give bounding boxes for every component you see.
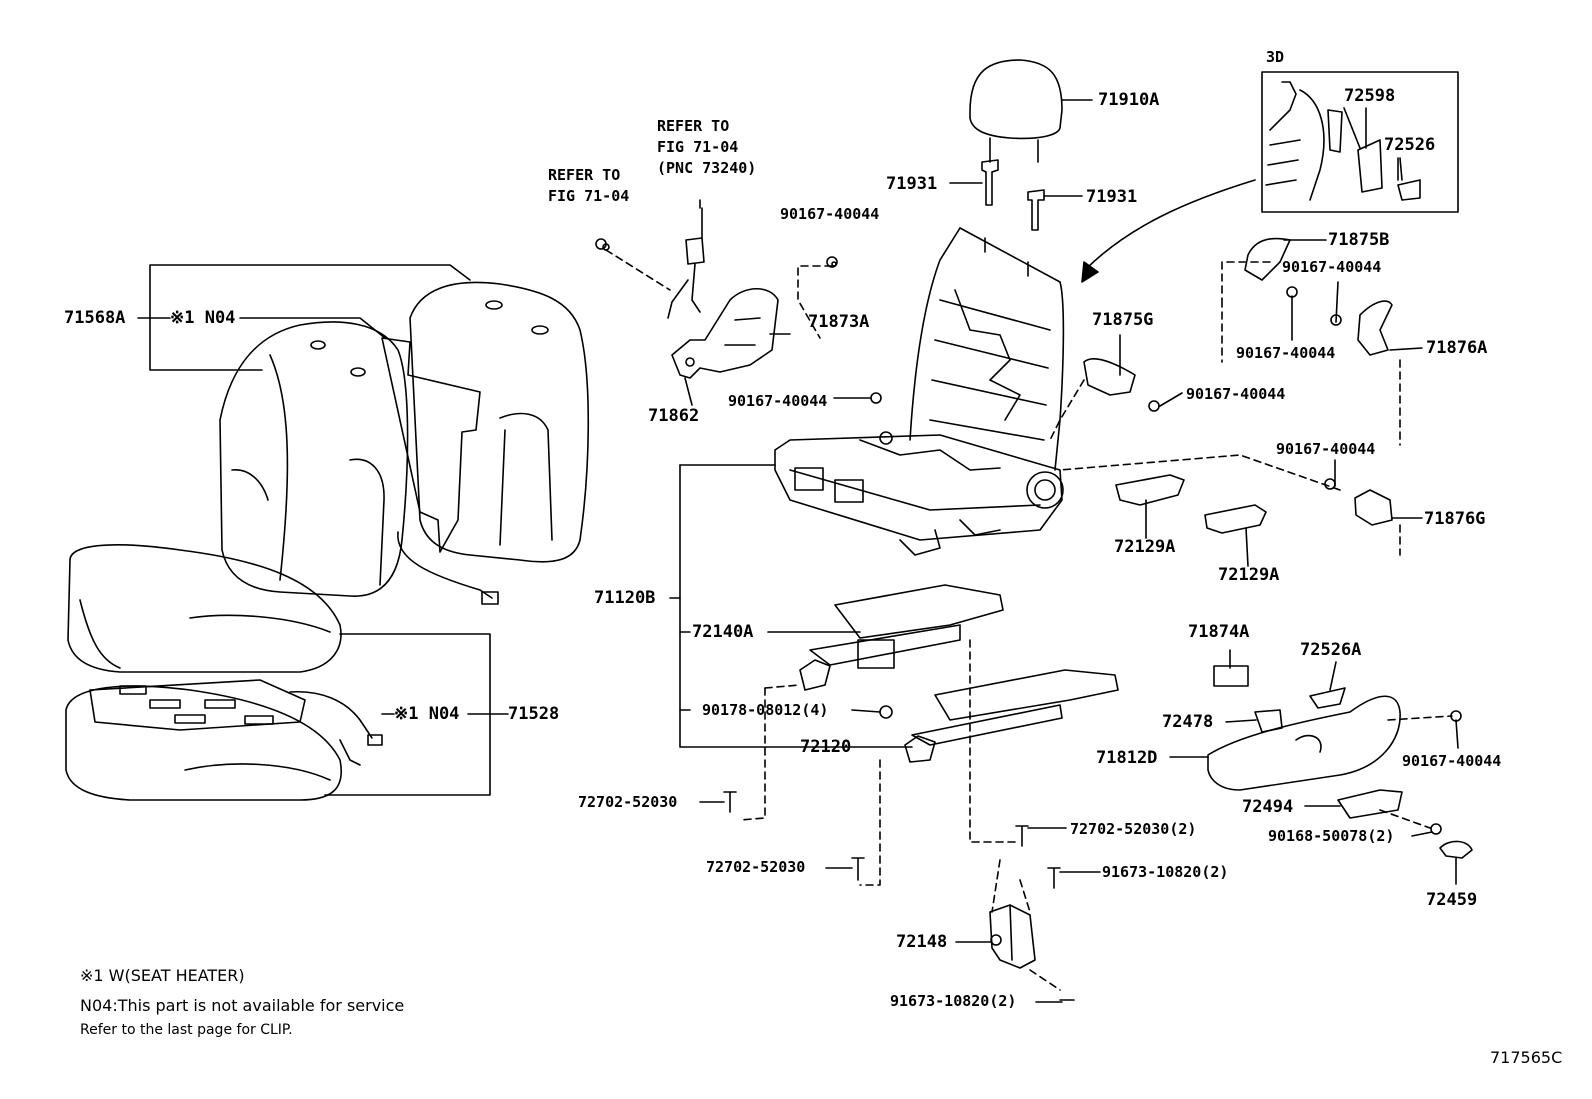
- seatback-cover-drawing: [219, 281, 590, 605]
- label-71874A: 71874A: [1188, 622, 1250, 642]
- seat-track-drawing: [799, 584, 1119, 763]
- side-shield-drawing: [667, 207, 779, 379]
- label-71931-right: 71931: [1086, 187, 1138, 207]
- label-72140A: 72140A: [692, 622, 754, 642]
- label-72526: 72526: [1384, 135, 1436, 155]
- fastener-drawings: [595, 238, 1462, 1001]
- label-91673-a: 91673-10820(2): [1102, 863, 1229, 881]
- refer-to-left: REFER TO FIG 71-04: [548, 165, 629, 207]
- headrest-drawing: [969, 59, 1093, 163]
- refer-to-center: REFER TO FIG 71-04 (PNC 73240): [657, 116, 756, 179]
- label-71876A: 71876A: [1426, 338, 1488, 358]
- label-72478: 72478: [1162, 712, 1214, 732]
- label-72129A-1: 72129A: [1114, 537, 1176, 557]
- label-90178: 90178-08012(4): [702, 701, 829, 719]
- label-90167-f: 90167-40044: [728, 392, 828, 410]
- label-71875G: 71875G: [1092, 310, 1154, 330]
- label-71931-left: 71931: [886, 174, 938, 194]
- seat-cushion-drawing: [65, 544, 383, 801]
- label-3d-view: 3D: [1266, 48, 1285, 66]
- label-90167-a: 90167-40044: [1282, 258, 1382, 276]
- label-72459: 72459: [1426, 890, 1478, 910]
- refer-to-center-line1: REFER TO: [657, 117, 730, 135]
- refer-to-left-line1: REFER TO: [548, 166, 621, 184]
- label-90167-d: 90167-40044: [1276, 440, 1376, 458]
- label-71812D: 71812D: [1096, 748, 1158, 768]
- label-72702-c: 72702-52030(2): [1070, 820, 1197, 838]
- label-71528: 71528: [508, 704, 560, 724]
- label-71120B: 71120B: [594, 588, 656, 608]
- label-71862: 71862: [648, 406, 700, 426]
- seat-frame-drawing: [774, 227, 1065, 556]
- label-90167-b: 90167-40044: [1236, 344, 1336, 362]
- inset-3d-drawing: [1261, 71, 1459, 213]
- refer-to-center-line2: FIG 71-04: [657, 138, 739, 156]
- label-91673-b: 91673-10820(2): [890, 992, 1017, 1010]
- dashed-leaders: [605, 249, 1453, 991]
- label-72598: 72598: [1344, 86, 1396, 106]
- bracket-72148-drawing: [989, 904, 1036, 969]
- label-72526A: 72526A: [1300, 640, 1362, 660]
- label-90167-g: 90167-40044: [1402, 752, 1502, 770]
- refer-to-left-line2: FIG 71-04: [548, 187, 630, 205]
- footnote-clip: Refer to the last page for CLIP.: [80, 1022, 293, 1038]
- label-72702-a: 72702-52030: [578, 793, 678, 811]
- label-n04-top: ※1 N04: [170, 308, 236, 328]
- headrest-support-drawing: [949, 159, 1083, 231]
- label-72148: 72148: [896, 932, 948, 952]
- refer-to-center-line3: (PNC 73240): [657, 159, 757, 177]
- footnote-n04: N04:This part is not available for servi…: [80, 996, 405, 1015]
- label-72120: 72120: [800, 737, 852, 757]
- diagram-code: 717565C: [1490, 1048, 1563, 1067]
- label-71910A: 71910A: [1098, 90, 1160, 110]
- label-72702-b: 72702-52030: [706, 858, 806, 876]
- label-72494: 72494: [1242, 797, 1294, 817]
- right-trim-drawings: [1083, 237, 1473, 859]
- label-72129A-2: 72129A: [1218, 565, 1280, 585]
- label-90168: 90168-50078(2): [1268, 827, 1395, 845]
- label-71568A: 71568A: [64, 308, 126, 328]
- label-71876G: 71876G: [1424, 509, 1486, 529]
- label-90167-e: 90167-40044: [780, 205, 880, 223]
- label-n04-bottom: ※1 N04: [394, 704, 460, 724]
- leader-lines: [669, 107, 1459, 1003]
- label-71873A: 71873A: [808, 312, 870, 332]
- label-71875B: 71875B: [1328, 230, 1390, 250]
- label-90167-c: 90167-40044: [1186, 385, 1286, 403]
- footnote-seat-heater: ※1 W(SEAT HEATER): [80, 966, 245, 985]
